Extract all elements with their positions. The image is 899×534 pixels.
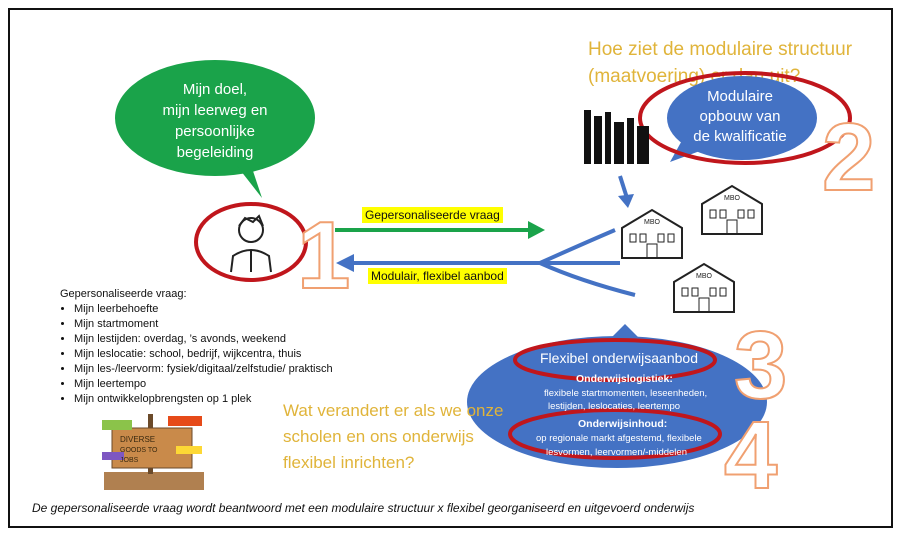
arrow-label-right: Gepersonaliseerde vraag [362,207,503,223]
content-line-1: op regionale markt afgestemd, flexibele [536,433,702,444]
speech-line-2: mijn leerweg en [162,102,268,119]
content-line-2: lesvormen, leervormen/-middelen [546,447,687,458]
bottom-question: Wat verandert er als we onze scholen en … [283,398,543,476]
number-3: 3 [733,312,788,419]
bottom-line-1: Wat verandert er als we onze [283,401,504,420]
bottom-line-2: scholen en ons onderwijs [283,427,474,446]
school-label-3: MBO [696,273,713,280]
bottom-line-3: flexibel inrichten? [283,453,415,472]
request-list-heading: Gepersonaliseerde vraag: [60,288,187,300]
speech-line-4: begeleiding [176,144,254,161]
books-icon [584,110,649,164]
supply-ellipse [467,324,767,468]
speech-line-3: persoonlijke [174,123,256,140]
list-item: Mijn lestijden: overdag, ’s avonds, week… [74,332,333,347]
list-item: Mijn leerbehoefte [74,302,333,317]
number-4: 4 [723,402,778,509]
list-item: Mijn les-/leervorm: fysiek/digitaal/zelf… [74,362,333,377]
modular-line-2: opbouw van [699,108,781,125]
logistics-heading: Onderwijslogistiek: [576,373,673,385]
list-item: Mijn leslocatie: school, bedrijf, wijkce… [74,347,333,362]
svg-text:DIVERSE: DIVERSE [120,435,155,444]
number-1: 1 [296,202,351,309]
down-arrow [618,175,634,208]
speech-line-1: Mijn doel, [182,81,248,98]
svg-text:JOBS: JOBS [120,457,139,464]
supply-title: Flexibel onderwijsaanbod [540,350,698,366]
list-item: Mijn ontwikkelopbrengsten op 1 plek [74,392,333,407]
request-list: Gepersonaliseerde vraag: Mijn leerbehoef… [60,287,333,407]
arrows [335,221,636,297]
logistics-line-2: lestijden, leslocaties, leertempo [548,401,681,412]
school-building-icon: MBO [621,208,683,259]
modular-line-1: Modulaire [707,88,773,105]
title-line-1: Hoe ziet de modulaire structuur [588,39,853,60]
school-label-2: MBO [724,195,741,202]
person-icon [194,202,308,282]
speech-bubble-text: Mijn doel, mijn leerweg en persoonlijke … [125,79,305,163]
number-2: 2 [821,104,876,211]
signpost-image: DIVERSE GOODS TO JOBS [102,414,204,490]
arrow-label-left: Modulair, flexibel aanbod [368,268,507,284]
school-label-1: MBO [644,219,661,226]
caption: De gepersonaliseerde vraag wordt beantwo… [32,501,695,515]
modular-bubble [638,71,852,165]
list-item: Mijn leertempo [74,377,333,392]
logistics-line-1: flexibele startmomenten, leseenheden, [544,388,708,399]
svg-text:GOODS TO: GOODS TO [120,447,158,454]
list-item: Mijn startmoment [74,317,333,332]
content-heading: Onderwijsinhoud: [578,418,668,430]
school-building-icon: MBO [673,262,735,313]
speech-bubble [115,60,315,198]
modular-line-3: de kwalificatie [693,128,787,145]
modular-bubble-text: Modulaire opbouw van de kwalificatie [680,87,800,147]
school-building-icon: MBO [701,184,763,235]
